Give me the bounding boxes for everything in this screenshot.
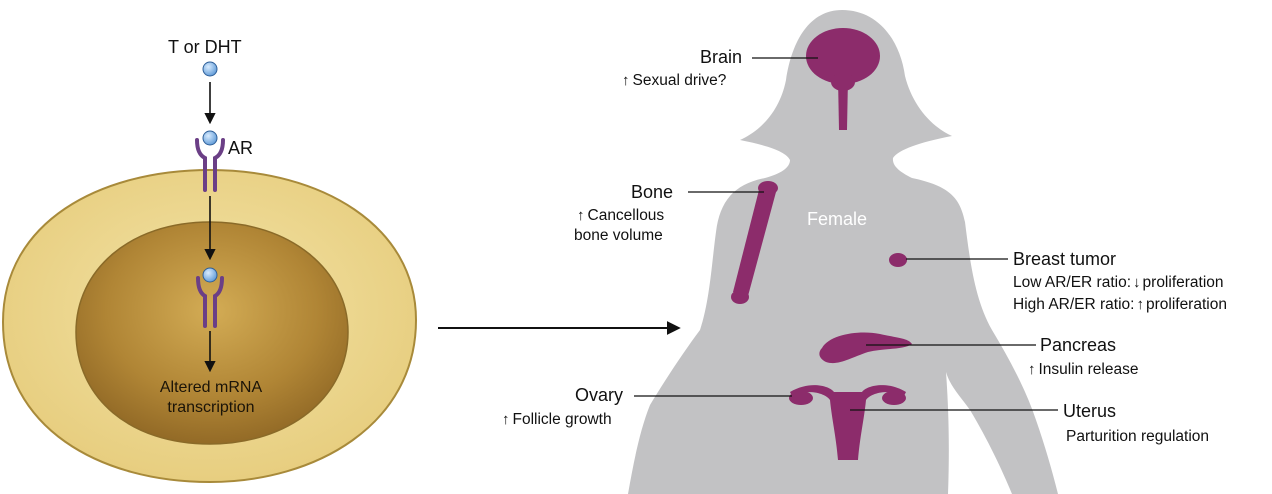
breast-low-ratio: Low AR/ER ratio:↓proliferation (1013, 274, 1224, 292)
breast-low-prefix: Low AR/ER ratio: (1013, 274, 1131, 291)
uterus-effect: Parturition regulation (1066, 428, 1209, 446)
bone-effect-line1: Cancellous (577, 207, 664, 225)
pancreas-label: Pancreas (1040, 335, 1116, 356)
breast-high-ratio: High AR/ER ratio:↑proliferation (1013, 296, 1227, 314)
breast-high-effect: proliferation (1146, 296, 1227, 313)
arrow-down-icon: ↓ (1133, 274, 1141, 291)
female-label: Female (807, 209, 867, 230)
hormone-ligand (203, 62, 217, 76)
bone-label: Bone (631, 182, 673, 203)
bone-effect-line2: bone volume (574, 227, 663, 245)
breast-tumor-organ (889, 253, 907, 267)
brain-label: Brain (700, 47, 742, 68)
arrow-up-icon: ↑ (1136, 296, 1144, 313)
breast-high-prefix: High AR/ER ratio: (1013, 296, 1134, 313)
breast-tumor-label: Breast tumor (1013, 249, 1116, 270)
brain-effect: Sexual drive? (622, 72, 726, 90)
nucleus-text-line2: transcription (141, 399, 281, 417)
ovary-effect: Follicle growth (502, 411, 612, 429)
breast-low-effect: proliferation (1143, 274, 1224, 291)
hormone-label: T or DHT (168, 37, 242, 58)
ovary-label: Ovary (575, 385, 623, 406)
uterus-label: Uterus (1063, 401, 1116, 422)
nucleus-text-line1: Altered mRNA (141, 379, 281, 397)
pancreas-effect: Insulin release (1028, 361, 1138, 379)
receptor-label: AR (228, 138, 253, 159)
